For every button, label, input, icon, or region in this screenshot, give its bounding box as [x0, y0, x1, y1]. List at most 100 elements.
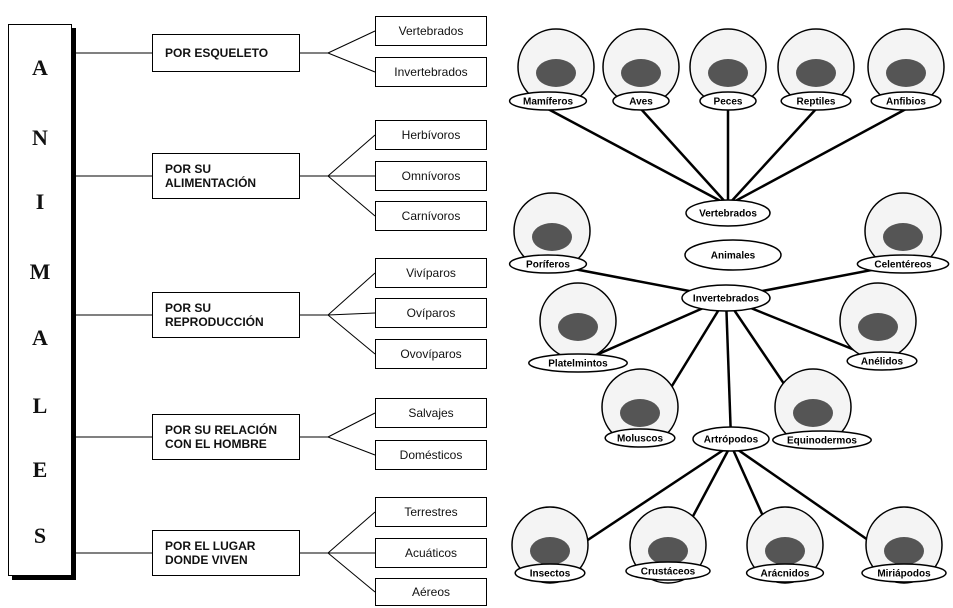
title-letter: N [32, 125, 48, 150]
connector-line [327, 30, 376, 54]
title-letter: M [29, 259, 51, 284]
connector-line [327, 134, 376, 177]
vert-0-label-pill [508, 91, 588, 111]
connector-line [327, 272, 376, 316]
tree-line [727, 107, 907, 207]
invertebrados-label: Invertebrados [693, 294, 760, 305]
invert-5-label-pill [772, 430, 872, 450]
connector-line [327, 552, 376, 593]
connector-line [327, 412, 376, 438]
vert-4-label-pill [870, 91, 942, 111]
subcategory-box: Herbívoros [375, 120, 487, 150]
vert-3-label-pill [780, 91, 852, 111]
invert-4-label-pill [604, 428, 676, 448]
connector-line [327, 175, 376, 217]
category-label: POR EL LUGAR DONDE VIVEN [165, 539, 256, 567]
connector-line [327, 312, 376, 316]
invert-0-icon [532, 223, 572, 251]
vert-4-label: Anfibios [886, 97, 926, 108]
tree-line [724, 297, 733, 440]
arthro-2-icon [765, 537, 805, 565]
invert-5-icon [793, 399, 833, 427]
subcategory-box: Salvajes [375, 398, 487, 428]
arthro-1-label: Crustáceos [641, 567, 696, 578]
invert-4-label: Moluscos [617, 434, 664, 445]
invert-3-label-pill [846, 351, 918, 371]
invert-3-icon [858, 313, 898, 341]
category-por-su-reproduccion: POR SU REPRODUCCIÓN [152, 292, 300, 338]
category-por-su-alimentacion: POR SU ALIMENTACIÓN [152, 153, 300, 199]
vert-0-icon [536, 59, 576, 87]
tree-labels: Mamíferos Aves Peces Reptiles AnfibiosPorífe… [508, 91, 950, 583]
animales-label: Animales [711, 251, 756, 262]
subcategory-box: Carnívoros [375, 201, 487, 231]
invert-4-icon [620, 399, 660, 427]
connector-line [327, 436, 376, 456]
animal-image-circles [511, 28, 945, 584]
category-label: POR SU ALIMENTACIÓN [165, 162, 257, 190]
category-por-esqueleto: POR ESQUELETO [152, 34, 300, 72]
arthro-1-label-pill [625, 561, 711, 581]
artropodos-label-pill [692, 426, 770, 452]
arthro-1-icon [648, 537, 688, 565]
vert-2-label: Peces [714, 97, 743, 108]
animales-vertical-title: A N I M A L E S [8, 24, 72, 576]
invert-0-label: Poríferos [526, 260, 570, 271]
title-letter: S [33, 523, 47, 548]
subcategory-box: Terrestres [375, 497, 487, 527]
vert-4-icon [886, 59, 926, 87]
connector-line [327, 52, 376, 73]
invert-2-icon [558, 313, 598, 341]
subcategory-box: Ovíparos [375, 298, 487, 328]
subcategory-box: Domésticos [375, 440, 487, 470]
arthro-2-label: Arácnidos [761, 569, 810, 580]
vertebrados-label-pill [685, 199, 771, 227]
vert-1-label: Aves [629, 97, 653, 108]
invert-5-label: Equinodermos [787, 436, 857, 447]
tree-line [727, 108, 817, 206]
arthro-0-label-pill [514, 563, 586, 583]
subcategory-box: Acuáticos [375, 538, 487, 568]
invert-0-label-pill [508, 254, 588, 274]
vert-1-icon [621, 59, 661, 87]
arthro-2-label-pill [745, 563, 825, 583]
connector-line [327, 511, 376, 554]
title-letter: L [32, 393, 48, 418]
subcategory-box: Vertebrados [375, 16, 487, 46]
arthro-0-label: Insectos [530, 569, 571, 580]
arthro-3-label-pill [861, 563, 947, 583]
category-label: POR SU RELACIÓN CON EL HOMBRE [165, 423, 278, 451]
category-label: POR ESQUELETO [165, 46, 269, 60]
invert-2-label: Platelmintos [548, 359, 608, 370]
subcategory-box: Omnívoros [375, 161, 487, 191]
vert-2-label-pill [699, 91, 757, 111]
vert-3-label: Reptiles [797, 97, 836, 108]
artropodos-label: Artrópodos [704, 435, 759, 446]
invert-1-label: Celentéreos [874, 260, 932, 271]
subcategory-box: Vivíparos [375, 258, 487, 288]
title-letter: E [32, 457, 48, 482]
category-por-su-relacion: POR SU RELACIÓN CON EL HOMBRE [152, 414, 300, 460]
animales-label-pill [684, 239, 782, 271]
tree-line [640, 108, 729, 206]
invert-3-label: Anélidos [861, 357, 904, 368]
vert-3-icon [796, 59, 836, 87]
subcategory-box: Invertebrados [375, 57, 487, 87]
arthro-3-icon [884, 537, 924, 565]
vertebrados-label: Vertebrados [699, 209, 757, 220]
vert-2-icon [708, 59, 748, 87]
category-por-el-lugar: POR EL LUGAR DONDE VIVEN [152, 530, 300, 576]
subcategory-box: Aéreos [375, 578, 487, 606]
invert-1-icon [883, 223, 923, 251]
title-letter: A [32, 325, 48, 350]
connector-line [327, 314, 376, 355]
vert-0-label: Mamíferos [523, 97, 573, 108]
invert-2-label-pill [528, 353, 628, 373]
invert-1-label-pill [856, 254, 950, 274]
title-letter: I [35, 189, 45, 214]
subcategory-box: Ovovíparos [375, 339, 487, 369]
category-label: POR SU REPRODUCCIÓN [165, 301, 264, 329]
title-letter: A [32, 55, 48, 80]
tree-line [547, 107, 729, 207]
